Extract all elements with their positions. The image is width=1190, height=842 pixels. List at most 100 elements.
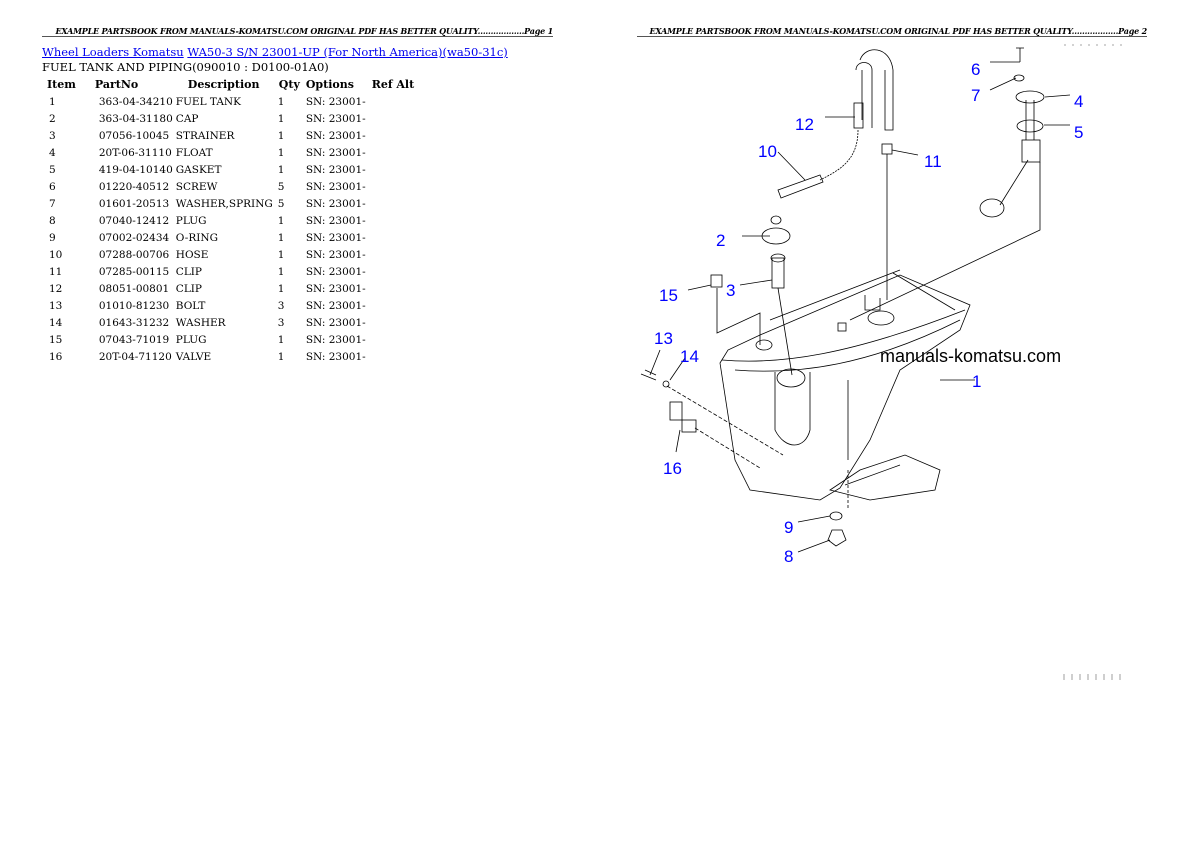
cell-options: SN: 23001- <box>305 265 366 278</box>
cell-qty: 5 <box>277 180 285 193</box>
column-header-options: Options <box>305 78 354 91</box>
cell-qty: 1 <box>277 231 285 244</box>
callout-2: 2 <box>716 231 725 250</box>
cell-partno: 07002-02434 <box>98 231 170 244</box>
cell-description: WASHER <box>175 316 226 329</box>
callout-7: 7 <box>971 86 980 105</box>
cell-options: SN: 23001- <box>305 248 366 261</box>
cell-partno: 07288-00706 <box>98 248 170 261</box>
cell-description: CLIP <box>175 282 203 295</box>
cell-qty: 1 <box>277 112 285 125</box>
cell-description: PLUG <box>175 214 207 227</box>
cell-item: 6 <box>49 180 56 193</box>
cell-partno: 01643-31232 <box>98 316 170 329</box>
cell-qty: 1 <box>277 95 285 108</box>
column-header-qty: Qty <box>278 78 300 91</box>
cell-options: SN: 23001- <box>305 333 366 346</box>
cell-description: O-RING <box>175 231 218 244</box>
cell-qty: 5 <box>277 197 285 210</box>
cell-description: CLIP <box>175 265 203 278</box>
cell-item: 12 <box>49 282 63 295</box>
cell-partno: 01010-81230 <box>98 299 170 312</box>
cell-qty: 1 <box>277 350 285 363</box>
cell-item: 10 <box>49 248 63 261</box>
cell-options: SN: 23001- <box>305 282 366 295</box>
cell-partno: 08051-00801 <box>98 282 170 295</box>
cell-description: PLUG <box>175 333 207 346</box>
callout-16: 16 <box>663 459 682 478</box>
cell-item: 13 <box>49 299 63 312</box>
cell-item: 2 <box>49 112 56 125</box>
table-row: 12 08051-00801 CLIP 1 SN: 23001- <box>44 280 417 297</box>
callout-9: 9 <box>784 518 793 537</box>
cell-partno: 07285-00115 <box>98 265 170 278</box>
breadcrumb: Wheel Loaders Komatsu WA50-3 S/N 23001-U… <box>42 45 508 59</box>
cell-qty: 1 <box>277 129 285 142</box>
cell-partno: 01601-20513 <box>98 197 170 210</box>
callout-12: 12 <box>795 115 814 134</box>
cell-partno: 01220-40512 <box>98 180 170 193</box>
table-row: 15 07043-71019 PLUG 1 SN: 23001- <box>44 331 417 348</box>
breadcrumb-link-model[interactable]: WA50-3 S/N 23001-UP (For North America)(… <box>187 45 508 59</box>
callout-5: 5 <box>1074 123 1083 142</box>
cell-qty: 1 <box>277 333 285 346</box>
cell-item: 8 <box>49 214 56 227</box>
callout-3: 3 <box>726 281 735 300</box>
section-title: FUEL TANK AND PIPING(090010 : D0100-01A0… <box>42 60 329 74</box>
cell-partno: 07040-12412 <box>98 214 170 227</box>
column-header-description: Description <box>187 78 260 91</box>
drawing-code-marks <box>1063 44 1122 680</box>
watermark-text: manuals-komatsu.com <box>880 346 1061 366</box>
cell-options: SN: 23001- <box>305 146 366 159</box>
cell-item: 3 <box>49 129 56 142</box>
cell-description: STRAINER <box>175 129 235 142</box>
cell-item: 4 <box>49 146 56 159</box>
column-header-ref-alt: Ref Alt <box>371 78 415 91</box>
cell-item: 11 <box>49 265 63 278</box>
callout-6: 6 <box>971 60 980 79</box>
cell-item: 5 <box>49 163 56 176</box>
cell-options: SN: 23001- <box>305 214 366 227</box>
cell-options: SN: 23001- <box>305 316 366 329</box>
callout-14: 14 <box>680 347 699 366</box>
cell-description: FLOAT <box>175 146 213 159</box>
cell-partno: 363-04-34210 <box>98 95 173 108</box>
cell-description: SCREW <box>175 180 218 193</box>
cell-partno: 20T-06-31110 <box>98 146 172 159</box>
cell-description: BOLT <box>175 299 206 312</box>
cell-options: SN: 23001- <box>305 231 366 244</box>
callout-4: 4 <box>1074 92 1083 111</box>
cell-options: SN: 23001- <box>305 95 366 108</box>
callout-13: 13 <box>654 329 673 348</box>
cell-qty: 1 <box>277 248 285 261</box>
cell-qty: 1 <box>277 163 285 176</box>
cell-item: 15 <box>49 333 63 346</box>
cell-qty: 3 <box>277 299 285 312</box>
cell-item: 9 <box>49 231 56 244</box>
breadcrumb-link-wheel-loaders[interactable]: Wheel Loaders Komatsu <box>42 45 184 59</box>
cell-qty: 1 <box>277 146 285 159</box>
cell-options: SN: 23001- <box>305 163 366 176</box>
cell-partno: 07043-71019 <box>98 333 170 346</box>
page1-header: EXAMPLE PARTSBOOK FROM MANUALS-KOMATSU.C… <box>55 26 554 36</box>
cell-options: SN: 23001- <box>305 197 366 210</box>
cell-description: FUEL TANK <box>175 95 241 108</box>
cell-partno: 363-04-31180 <box>98 112 173 125</box>
cell-qty: 1 <box>277 282 285 295</box>
cell-options: SN: 23001- <box>305 350 366 363</box>
column-header-partno: PartNo <box>94 78 139 91</box>
cell-item: 1 <box>49 95 56 108</box>
